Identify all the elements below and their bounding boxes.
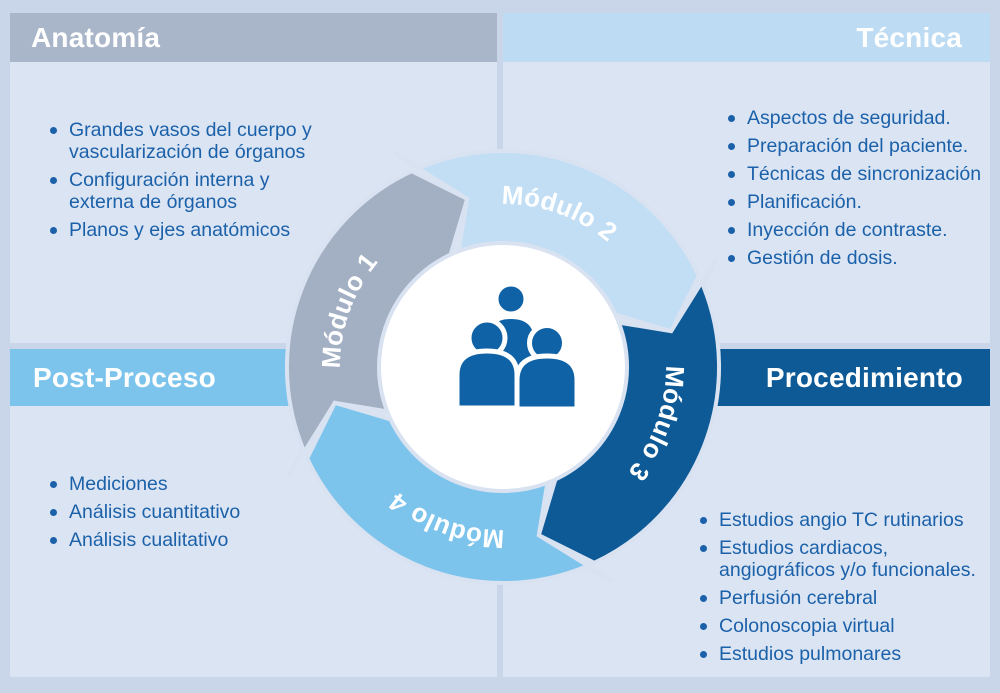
list-item: Gestión de dosis. bbox=[728, 247, 986, 269]
list-item: Perfusión cerebral bbox=[700, 587, 998, 609]
list-anatomia: Grandes vasos del cuerpo y vascularizaci… bbox=[50, 119, 312, 247]
list-item: Aspectos de seguridad. bbox=[728, 107, 986, 129]
module-1-arc bbox=[284, 168, 470, 478]
list-item: Estudios cardiacos, angiográficos y/o fu… bbox=[700, 537, 998, 581]
header-anatomia-title: Anatomía bbox=[31, 22, 161, 53]
list-item: Estudios angio TC rutinarios bbox=[700, 509, 998, 531]
list-item: Análisis cuantitativo bbox=[50, 501, 330, 523]
header-tecnica-title: Técnica bbox=[856, 22, 962, 53]
module-4-arc bbox=[304, 400, 614, 586]
list-item: Grandes vasos del cuerpo y vascularizaci… bbox=[50, 119, 312, 163]
list-item: Planos y ejes anatómicos bbox=[50, 219, 312, 241]
people-icon bbox=[454, 282, 580, 412]
list-item: Técnicas de sincronización bbox=[728, 163, 986, 185]
list-item: Planificación. bbox=[728, 191, 986, 213]
header-tecnica: Técnica bbox=[503, 13, 990, 62]
module-2-arc bbox=[392, 148, 702, 334]
list-item: Configuración interna y externa de órgan… bbox=[50, 169, 312, 213]
header-anatomia: Anatomía bbox=[10, 13, 497, 62]
list-item: Colonoscopia virtual bbox=[700, 615, 998, 637]
list-item: Inyección de contraste. bbox=[728, 219, 986, 241]
list-item: Preparación del paciente. bbox=[728, 135, 986, 157]
list-item: Análisis cualitativo bbox=[50, 529, 330, 551]
list-item: Estudios pulmonares bbox=[700, 643, 998, 665]
list-procedimiento: Estudios angio TC rutinarios Estudios ca… bbox=[700, 509, 998, 671]
list-postproceso: Mediciones Análisis cuantitativo Análisi… bbox=[50, 473, 330, 557]
header-procedimiento-title: Procedimiento bbox=[765, 362, 963, 393]
header-postproceso-title: Post-Proceso bbox=[33, 362, 216, 393]
list-tecnica: Aspectos de seguridad. Preparación del p… bbox=[728, 107, 986, 275]
module-3-arc bbox=[536, 256, 722, 566]
list-item: Mediciones bbox=[50, 473, 330, 495]
